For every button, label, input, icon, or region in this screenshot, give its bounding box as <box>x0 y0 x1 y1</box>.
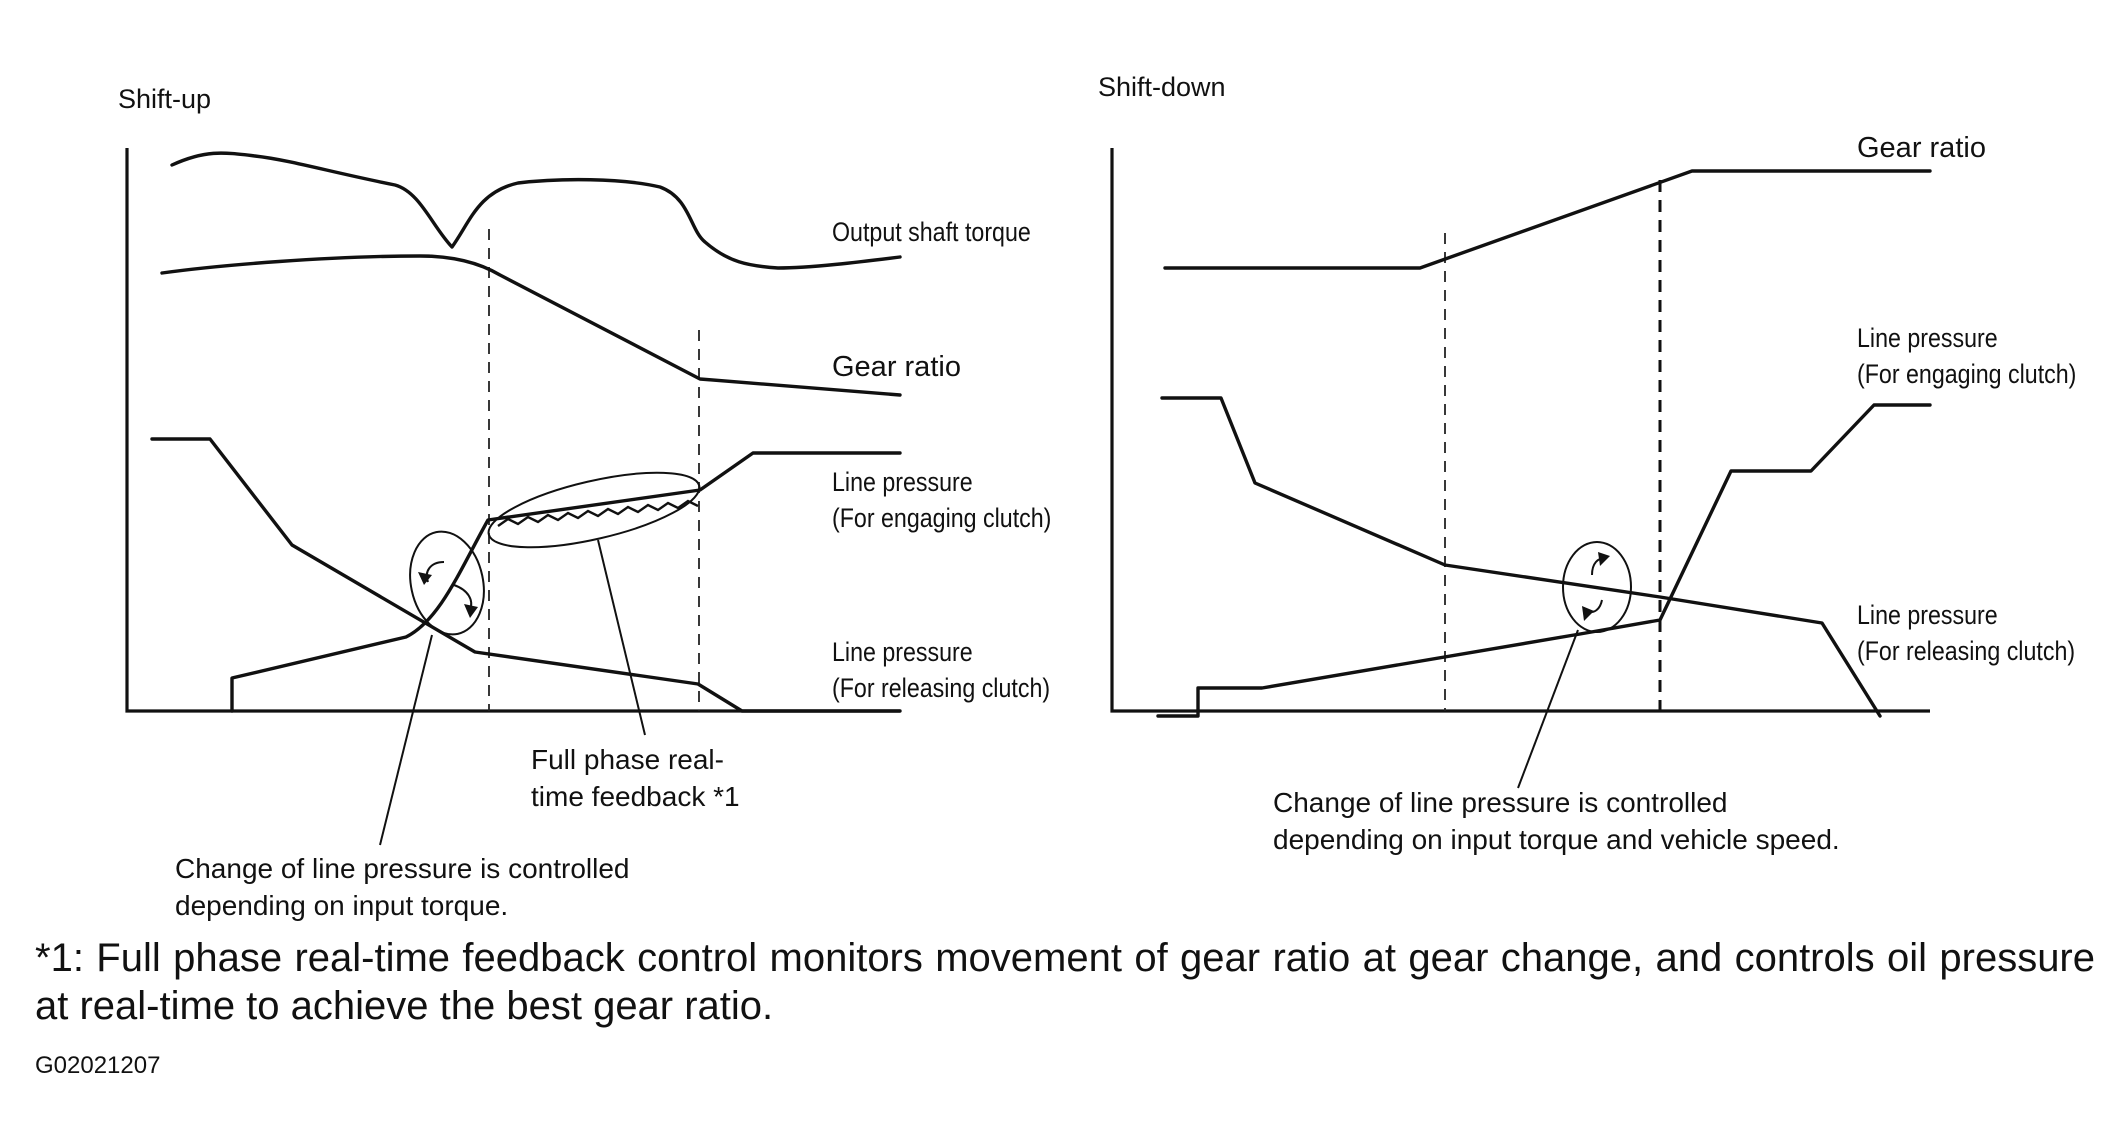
shift-up-control-ellipse <box>409 530 485 636</box>
shift-up-output-shaft-torque-label: Output shaft torque <box>832 217 1031 247</box>
shift-up-arrow-arc-icon <box>425 561 445 583</box>
shift-down-control-leader <box>1517 629 1579 789</box>
shift-down-line-pressure-releasing-curve <box>1160 396 1882 718</box>
shift-up-feedback-wave <box>497 499 699 527</box>
shift-down-control-callout-line2: depending on input torque and vehicle sp… <box>1273 824 1840 855</box>
shift-up-arrow-head-2-icon <box>464 604 478 618</box>
shift-up-title: Shift-up <box>118 84 212 114</box>
shift-down-control-ellipse <box>1562 541 1632 633</box>
shift-up-feedback-callout-line1: Full phase real- <box>531 744 724 775</box>
shift-down-line-pressure-engaging-curve <box>1156 403 1932 718</box>
shift-down-gear-ratio-label: Gear ratio <box>1857 132 1986 164</box>
shift-down-line-pressure-releasing-sub: (For releasing clutch) <box>1857 636 2076 666</box>
shift-up-line-pressure-engaging-sub: (For engaging clutch) <box>832 503 1052 533</box>
shift-down-line-pressure-engaging-sub: (For engaging clutch) <box>1857 359 2077 389</box>
shift-down-title: Shift-down <box>1098 72 1226 102</box>
shift-up-line-pressure-releasing-curve <box>150 437 902 713</box>
shift-up-feedback-ellipse <box>487 471 701 549</box>
shift-up-feedback-callout-line2: time feedback *1 <box>531 781 740 812</box>
shift-down-axes <box>1110 148 1930 713</box>
shift-up-control-leader <box>379 634 433 846</box>
shift-up-line-pressure-releasing-sub: (For releasing clutch) <box>832 673 1051 703</box>
footnote: *1: Full phase real-time feedback contro… <box>35 936 2095 1028</box>
shift-up-feedback-leader <box>597 539 646 736</box>
shift-up-axes <box>125 148 900 713</box>
figure-code: G02021207 <box>35 1052 161 1079</box>
shift-up-gear-ratio-curve <box>160 254 902 397</box>
shift-up-control-callout-line2: depending on input torque. <box>175 890 509 921</box>
shift-down-line-pressure-engaging-label: Line pressure <box>1857 323 1998 353</box>
shift-down-control-callout-line1: Change of line pressure is controlled <box>1273 787 1728 818</box>
shift-down-gear-ratio-curve <box>1163 169 1932 270</box>
shift-down-arrow-head-2-icon <box>1582 606 1594 621</box>
shift-down-line-pressure-releasing-label: Line pressure <box>1857 600 1998 630</box>
shift-up-output-shaft-torque-curve <box>170 151 902 270</box>
shift-up-line-pressure-releasing-label: Line pressure <box>832 637 973 667</box>
shift-down-arrow-head-icon <box>1598 552 1610 566</box>
shift-up-gear-ratio-label: Gear ratio <box>832 351 961 383</box>
shift-up-line-pressure-engaging-label: Line pressure <box>832 467 973 497</box>
shift-up-panel <box>125 148 902 846</box>
shift-up-arrow-head-icon <box>418 572 432 585</box>
shift-up-control-callout-line1: Change of line pressure is controlled <box>175 853 630 884</box>
shift-up-line-pressure-engaging-curve <box>230 451 902 713</box>
shift-down-panel <box>1110 148 1932 789</box>
